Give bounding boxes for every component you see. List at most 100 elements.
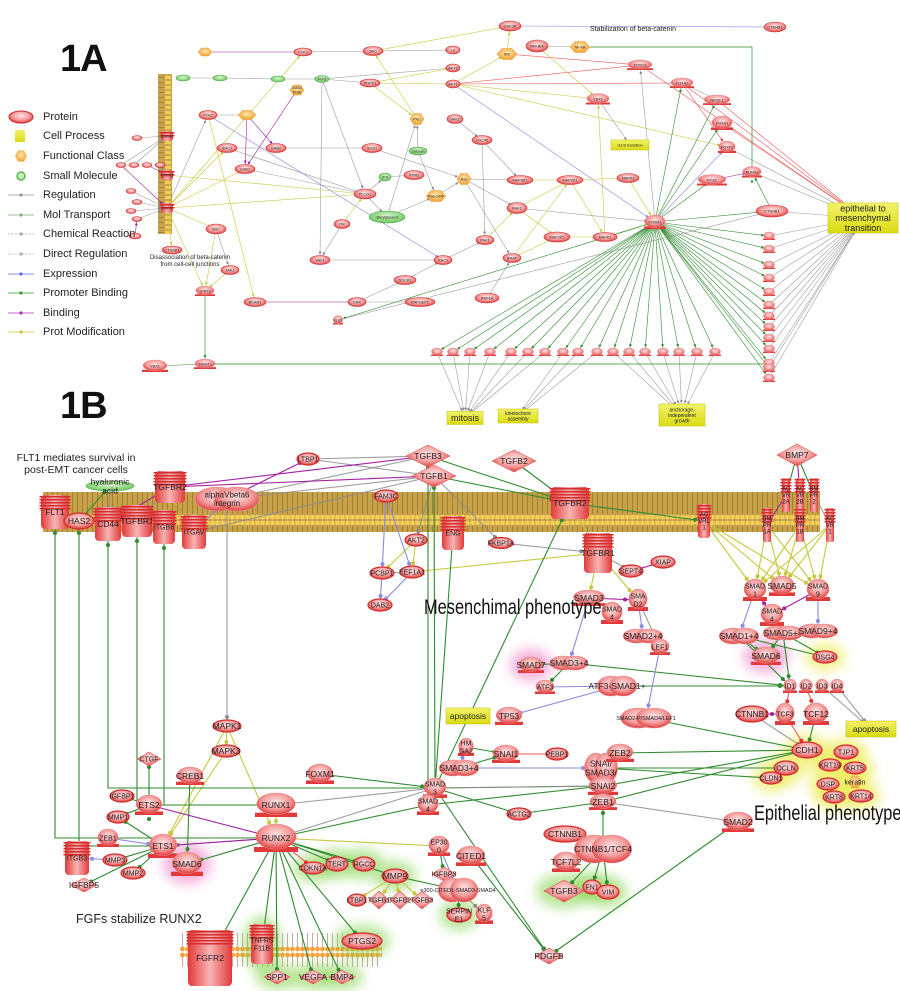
- node-mmp9[interactable]: MMP9: [381, 868, 409, 884]
- node-zeb1[interactable]: ZEB1: [589, 793, 617, 810]
- node-smad5-4[interactable]: SMAD5+4: [762, 625, 804, 641]
- node-egfr[interactable]: EGFR: [159, 203, 175, 213]
- node-calcium[interactable]: calcium: [408, 146, 428, 156]
- node-igfbp1[interactable]: IGFBP1: [109, 789, 135, 803]
- node-nf-kb[interactable]: NF-kB: [569, 41, 591, 53]
- node-tcf12[interactable]: TCF12: [803, 702, 829, 725]
- node-pebp1[interactable]: PEBP1: [545, 747, 569, 761]
- node-tjp1[interactable]: TJP1: [833, 744, 859, 760]
- node-a_tb13[interactable]: [639, 347, 651, 356]
- node-krt14[interactable]: KRT14: [848, 789, 874, 803]
- node-smad6[interactable]: SMAD6: [751, 646, 781, 665]
- node-tp53[interactable]: TP53: [495, 706, 523, 725]
- node-zeb1[interactable]: ZEB1: [97, 828, 119, 847]
- node-smad2-4[interactable]: SMAD2+4: [622, 628, 664, 644]
- node-tgfb1[interactable]: TGFB1: [368, 890, 391, 910]
- node-foxa2[interactable]: FOXA2: [670, 77, 694, 88]
- node-ctnnb1[interactable]: CTNNB1: [543, 825, 587, 843]
- node-smad3[interactable]: SMAD3: [572, 589, 606, 606]
- node-tgfbr2[interactable]: TGFBR2: [153, 471, 187, 503]
- node-cdh1[interactable]: CDH1: [791, 741, 823, 759]
- node-id2[interactable]: ID2: [799, 678, 813, 693]
- node-id4[interactable]: ID4: [830, 678, 844, 693]
- node-krt5[interactable]: KRT5: [843, 761, 867, 775]
- node-a_tr8[interactable]: [763, 322, 775, 331]
- node-a_l10[interactable]: [128, 232, 142, 240]
- node-pdgfb[interactable]: PDGFB: [534, 947, 564, 965]
- node-a_tb14[interactable]: [657, 347, 669, 356]
- node-a_tb2[interactable]: [447, 347, 459, 356]
- node-ctnnb1[interactable]: CTNNB1: [161, 245, 183, 255]
- node-tgfb3[interactable]: TGFB3: [405, 444, 451, 468]
- node-atf3-smad1-[interactable]: ATF3-SMAD1+: [588, 675, 646, 697]
- node-mmp1[interactable]: MMP1: [106, 810, 130, 824]
- node-a_tr4[interactable]: [763, 273, 775, 282]
- node-id3[interactable]: ID3: [815, 678, 829, 693]
- node-tcf3[interactable]: TCF3: [775, 702, 795, 725]
- node-akt2[interactable]: AKT2: [404, 533, 428, 547]
- node-rapgef1[interactable]: RAPGEF1: [404, 297, 436, 307]
- node-lef1[interactable]: LEF1: [650, 638, 670, 655]
- node-itgav[interactable]: ITGAV: [180, 515, 208, 549]
- node-fkbp1a[interactable]: FKBP1A: [488, 536, 515, 550]
- node-mapk3[interactable]: MAPK3: [616, 173, 640, 183]
- node-plcg1[interactable]: PLCG1: [353, 188, 377, 200]
- node-ip3[interactable]: IP3: [378, 172, 392, 182]
- node-snai1[interactable]: SNAI1: [492, 744, 520, 763]
- node-tgfb3[interactable]: TGFB3: [410, 890, 434, 910]
- node-akt2[interactable]: AKT2: [445, 63, 461, 73]
- node-mapk1[interactable]: MAPK1: [212, 719, 242, 733]
- node-ctnnb1[interactable]: CTNNB1: [763, 21, 787, 33]
- node-atf3[interactable]: ATF3: [535, 679, 555, 694]
- node-flt1[interactable]: FLT1: [39, 495, 71, 529]
- node-cited1[interactable]: CITED1: [456, 845, 487, 866]
- node-fgfr2[interactable]: FGFR2: [186, 930, 234, 986]
- node-ctnnb1-tcf4[interactable]: CTNNB1/TCF4: [574, 834, 632, 864]
- node-rac1[interactable]: RAC1: [433, 255, 453, 265]
- node-mmp3[interactable]: MMP3: [102, 853, 128, 867]
- node-jak1[interactable]: JAK1: [220, 265, 240, 275]
- node-igfbp5[interactable]: IGFBP5: [69, 877, 100, 893]
- node-ptk2[interactable]: PTK2: [198, 110, 218, 120]
- node-mapk1[interactable]: MAPK1: [592, 232, 618, 242]
- node-map3k1[interactable]: MAP3K1: [506, 175, 534, 185]
- node-tgfb2[interactable]: TGFB2: [389, 890, 412, 910]
- node-a_l6[interactable]: [125, 188, 137, 194]
- node-ctnnb1[interactable]: CTNNB1: [735, 705, 769, 723]
- node-p300-cited1-smad3-smad4[interactable]: p300-CITED1-SMAD3-SMAD4: [420, 877, 496, 903]
- node-a_tb11[interactable]: [607, 347, 619, 356]
- node-a_l3[interactable]: [128, 162, 140, 168]
- node-xiap[interactable]: XIAP: [650, 555, 676, 569]
- node-smad3-4[interactable]: SMAD3+4: [550, 655, 589, 671]
- node-a_t_end[interactable]: [763, 363, 775, 372]
- node-ras[interactable]: Ras: [456, 173, 472, 185]
- node-a_tr7[interactable]: [763, 311, 775, 320]
- node-src[interactable]: SRC: [205, 223, 227, 235]
- node-runx2[interactable]: RUNX2: [742, 166, 762, 178]
- node-pak1[interactable]: PAK1: [475, 235, 495, 245]
- node-tgfb2[interactable]: TGFB2: [491, 449, 537, 473]
- node-smad3-4[interactable]: SMAD3+4: [438, 759, 480, 777]
- node-map2k2[interactable]: MAP2K2: [543, 231, 571, 243]
- node-akt1[interactable]: AKT1: [445, 79, 461, 89]
- node-a_tb5[interactable]: [505, 347, 517, 356]
- node-a_tb8[interactable]: [557, 347, 569, 356]
- node-smad9-4[interactable]: SMAD9+4: [797, 623, 839, 639]
- node-krt8[interactable]: KRT8: [822, 790, 846, 804]
- node-zeb2[interactable]: ZEB2: [606, 743, 634, 762]
- node-vim[interactable]: VIM: [596, 884, 620, 900]
- node-snai2[interactable]: SNAI2: [588, 776, 618, 795]
- node-pdpk1[interactable]: PDPK1: [359, 78, 381, 88]
